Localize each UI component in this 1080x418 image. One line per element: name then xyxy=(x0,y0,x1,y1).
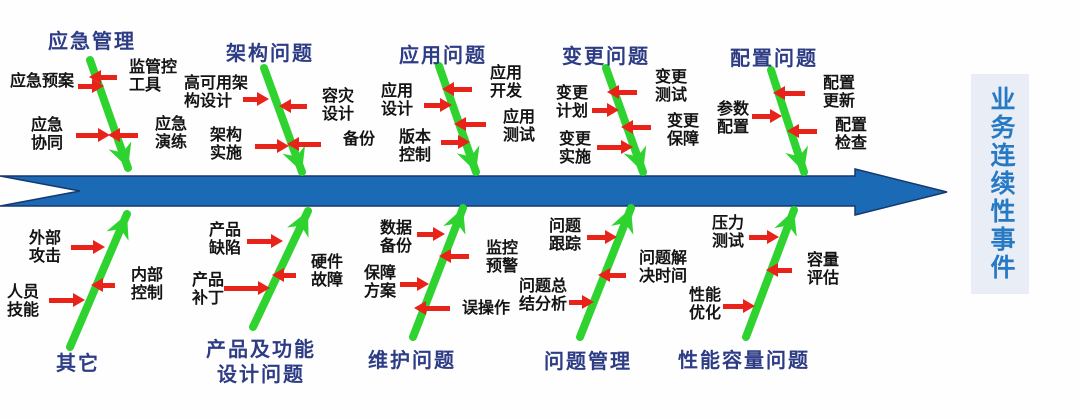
cause-arrow-icon xyxy=(587,230,617,244)
cause-label-parameter-config: 参数 配置 xyxy=(716,101,749,136)
cause-arrow-icon xyxy=(424,98,452,112)
cause-arrow-icon xyxy=(272,268,296,282)
cause-arrow-icon xyxy=(76,128,110,142)
cause-arrow-icon xyxy=(49,293,85,307)
cause-arrow-icon xyxy=(287,137,321,151)
cause-label-backup: 备份 xyxy=(342,131,375,148)
cause-arrow-icon xyxy=(224,281,270,295)
cause-label-change-testing: 变更 测试 xyxy=(654,69,687,104)
cause-label-performance-optimization: 性能 优化 xyxy=(688,287,721,322)
cause-label-change-assurance: 变更 保障 xyxy=(666,113,699,148)
cause-label-emergency-plan: 应急预案 xyxy=(9,73,74,90)
cause-arrow-icon xyxy=(414,301,450,315)
cause-label-app-testing: 应用 测试 xyxy=(502,109,535,144)
cause-arrow-icon xyxy=(752,109,782,123)
cause-arrow-icon xyxy=(439,249,469,263)
branch-line-maintenance xyxy=(409,204,467,341)
branch-title-product-design: 产品及功能 设计问题 xyxy=(206,339,316,386)
branch-title-other: 其它 xyxy=(56,353,100,375)
spine-arrow xyxy=(0,168,948,216)
cause-arrow-icon xyxy=(71,240,105,254)
branch-title-change: 变更问题 xyxy=(562,46,650,68)
cause-arrow-icon xyxy=(247,234,283,248)
cause-label-dr-design: 容灾 设计 xyxy=(321,88,354,123)
cause-label-monitoring-tools: 监管控 工具 xyxy=(129,59,178,94)
cause-label-misoperation: 误操作 xyxy=(461,300,510,317)
cause-arrow-icon xyxy=(787,124,817,138)
cause-label-internal-control: 内部 控制 xyxy=(130,267,163,302)
cause-label-stress-testing: 压力 测试 xyxy=(711,215,744,250)
cause-label-emergency-drill: 应急 演练 xyxy=(154,116,187,151)
branch-title-emergency: 应急管理 xyxy=(48,31,136,53)
cause-label-monitoring-alert: 监控 预警 xyxy=(485,240,518,275)
cause-arrow-icon xyxy=(621,120,651,134)
cause-label-ha-design: 高可用架 构设计 xyxy=(184,75,249,110)
branch-title-application: 应用问题 xyxy=(399,45,487,67)
effect-label: 业务连续性事件 xyxy=(971,74,1029,294)
branch-title-problem-management: 问题管理 xyxy=(544,351,632,373)
cause-label-resolution-time: 问题解 决时间 xyxy=(638,250,687,285)
cause-label-arch-implementation: 架构 实施 xyxy=(209,127,242,162)
cause-label-personnel-skills: 人员 技能 xyxy=(6,284,39,319)
cause-arrow-icon xyxy=(592,103,619,117)
cause-arrow-icon xyxy=(766,263,792,277)
cause-label-change-plan: 变更 计划 xyxy=(555,85,588,120)
cause-label-change-implementation: 变更 实施 xyxy=(558,131,591,166)
cause-arrow-icon xyxy=(569,295,594,309)
branch-title-architecture: 架构问题 xyxy=(226,43,314,65)
cause-label-issue-summary-analysis: 问题总 结分析 xyxy=(518,278,567,313)
cause-arrow-icon xyxy=(417,227,445,241)
cause-arrow-icon xyxy=(723,299,755,313)
cause-label-version-control: 版本 控制 xyxy=(398,129,431,164)
cause-label-config-check: 配置 检查 xyxy=(834,117,867,152)
cause-label-issue-tracking: 问题 跟踪 xyxy=(548,218,581,253)
branch-title-configuration: 配置问题 xyxy=(730,48,818,70)
cause-label-data-backup: 数据 备份 xyxy=(379,220,412,255)
cause-arrow-icon xyxy=(454,117,486,131)
cause-arrow-icon xyxy=(749,230,779,244)
cause-arrow-icon xyxy=(400,277,429,291)
cause-arrow-icon xyxy=(773,86,805,100)
cause-arrow-icon xyxy=(108,128,138,142)
branch-title-maintenance: 维护问题 xyxy=(368,350,456,372)
cause-label-app-design: 应用 设计 xyxy=(380,83,413,118)
branch-line-architecture xyxy=(260,64,306,176)
cause-arrow-icon xyxy=(598,268,626,282)
cause-label-assurance-plan: 保障 方案 xyxy=(363,265,396,300)
cause-label-product-defect: 产品 缺陷 xyxy=(208,222,241,257)
cause-label-hardware-failure: 硬件 故障 xyxy=(310,254,343,289)
cause-arrow-icon xyxy=(89,70,117,84)
cause-arrow-icon xyxy=(442,82,472,96)
cause-arrow-icon xyxy=(255,139,289,153)
cause-label-emergency-coordination: 应急 协同 xyxy=(30,117,63,152)
cause-arrow-icon xyxy=(607,85,637,99)
cause-label-config-update: 配置 更新 xyxy=(822,75,855,110)
cause-arrow-icon xyxy=(597,140,633,154)
branch-title-performance-capacity: 性能容量问题 xyxy=(678,350,810,372)
cause-label-external-attack: 外部 攻击 xyxy=(28,230,61,265)
cause-arrow-icon xyxy=(78,79,104,93)
cause-arrow-icon xyxy=(243,92,269,106)
cause-label-app-development: 应用 开发 xyxy=(489,65,522,100)
cause-label-capacity-assessment: 容量 评估 xyxy=(806,252,839,287)
cause-arrow-icon xyxy=(279,99,307,113)
cause-label-product-patch: 产品 补丁 xyxy=(191,272,224,307)
cause-arrow-icon xyxy=(441,135,470,149)
cause-arrow-icon xyxy=(91,278,115,292)
